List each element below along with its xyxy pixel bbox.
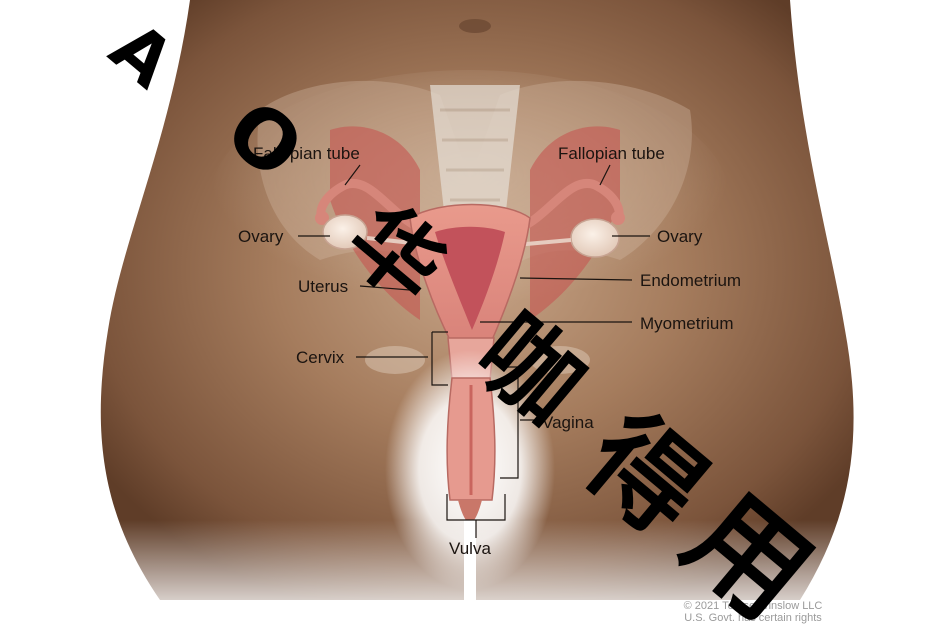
label-myometrium: Myometrium	[640, 315, 734, 332]
ovary-right	[571, 219, 619, 257]
label-uterus: Uterus	[298, 278, 348, 295]
label-endometrium: Endometrium	[640, 272, 741, 289]
label-ovary-left: Ovary	[238, 228, 283, 245]
label-vulva: Vulva	[449, 540, 491, 557]
label-ovary-right: Ovary	[657, 228, 702, 245]
label-cervix: Cervix	[296, 349, 344, 366]
sacrum	[430, 85, 520, 220]
label-fallopian-tube-right: Fallopian tube	[558, 145, 665, 162]
navel	[459, 19, 491, 33]
